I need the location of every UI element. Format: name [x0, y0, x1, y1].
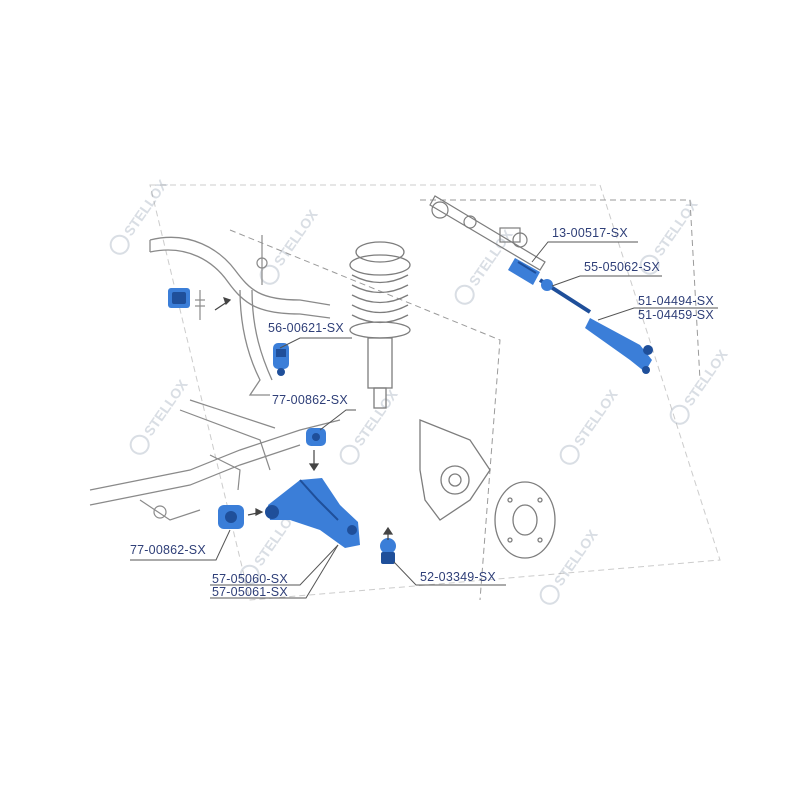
watermark-text: STELLOX: [351, 386, 402, 449]
control-arm-bushing-lower-part: [218, 505, 244, 529]
watermark-text: STELLOX: [681, 346, 732, 409]
strut-assembly: [349, 241, 411, 409]
part-label-ball-joint[interactable]: 52-03349-SX: [420, 570, 496, 584]
part-label-bushing-upper[interactable]: 77-00862-SX: [272, 393, 348, 407]
part-label-stabilizer-link[interactable]: 56-00621-SX: [268, 321, 344, 335]
ball-joint-part: [380, 538, 396, 564]
steering-boot-part: [508, 258, 540, 285]
part-label-control-arm-left[interactable]: 57-05060-SX: [212, 572, 288, 586]
control-arm-bushing-upper-part: [306, 428, 326, 446]
control-arm-part: [265, 478, 360, 548]
tie-rod-part: [538, 278, 592, 314]
watermark-text: STELLOX: [551, 526, 602, 589]
watermark-text: STELLOX: [571, 386, 622, 449]
part-label-tie-rod[interactable]: 55-05062-SX: [584, 260, 660, 274]
watermark-text: STELLOX: [271, 206, 322, 269]
guide-frame: [149, 184, 721, 601]
part-label-tie-rod-end-left[interactable]: 51-04494-SX: [638, 294, 714, 308]
part-label-control-arm-right[interactable]: 57-05061-SX: [212, 585, 288, 599]
watermark-text: STELLOX: [651, 196, 702, 259]
stabilizer-bushing-part: [168, 288, 190, 308]
steering-knuckle-hub: [419, 419, 556, 559]
stabilizer-bar: [149, 236, 331, 396]
part-label-steering-boot[interactable]: 13-00517-SX: [552, 226, 628, 240]
stabilizer-link-part: [273, 343, 289, 376]
stabilizer-link: [195, 235, 268, 320]
part-label-bushing-lower[interactable]: 77-00862-SX: [130, 543, 206, 557]
watermark-text: STELLOX: [141, 376, 192, 439]
watermark-text: STELLOX: [466, 226, 517, 289]
part-label-tie-rod-end-right[interactable]: 51-04459-SX: [638, 308, 714, 322]
steering-rack: [429, 195, 546, 271]
assembly-arrows: [214, 297, 394, 540]
tie-rod-end-part: [585, 318, 653, 374]
leader-lines: [130, 241, 718, 599]
subframe: [89, 399, 341, 521]
